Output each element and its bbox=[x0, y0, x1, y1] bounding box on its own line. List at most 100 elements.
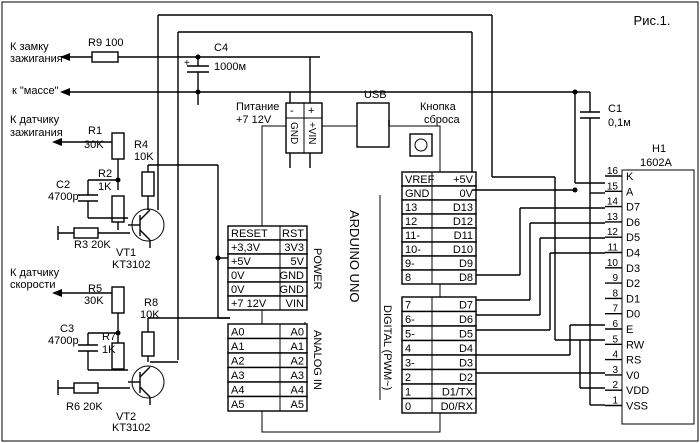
svg-text:+: + bbox=[184, 58, 190, 69]
r1-label: R1 bbox=[88, 125, 102, 137]
usb-connector bbox=[356, 102, 390, 148]
analog-pin-left-label: A3 bbox=[231, 370, 244, 382]
lcd-pin-number: 8 bbox=[612, 288, 618, 299]
power-connector: - + GND +VIN bbox=[285, 102, 323, 154]
digital-pin-left-label: 7 bbox=[405, 300, 411, 312]
lcd-pin-number: 15 bbox=[607, 181, 619, 192]
digital-pin-row bbox=[401, 397, 477, 414]
lcd-pin-label: D0 bbox=[626, 309, 640, 321]
power-pin-right-label: 3V3 bbox=[284, 242, 304, 254]
power-pin-left-label: +7 12V bbox=[231, 298, 267, 310]
svg-text:GND: GND bbox=[288, 122, 299, 144]
digital-pin-right-label: D9 bbox=[459, 258, 473, 270]
lcd-pin-label: A bbox=[626, 186, 634, 198]
svg-text:1602A: 1602A bbox=[640, 157, 672, 169]
r5-label: R5 bbox=[88, 283, 102, 295]
power-pin-left-label: RESET bbox=[231, 228, 268, 240]
svg-text:H1: H1 bbox=[652, 143, 666, 155]
lcd-pin-label: RW bbox=[626, 339, 645, 351]
lcd-pin-number: 14 bbox=[607, 197, 619, 208]
digital-pin-left-label: 10- bbox=[405, 244, 421, 256]
lcd-data-wiring bbox=[472, 176, 605, 406]
power-pin-right-label: GND bbox=[280, 284, 305, 296]
lcd-pin-label: D5 bbox=[626, 232, 640, 244]
analog-pin-left-label: A5 bbox=[231, 399, 244, 411]
lcd-pin-number: 5 bbox=[612, 334, 618, 345]
c3-label: C3 bbox=[60, 323, 74, 335]
power-label-1: Питание bbox=[236, 101, 279, 113]
analog-pin-right-label: A5 bbox=[291, 399, 304, 411]
arduino-label: ARDUINO UNO bbox=[347, 210, 362, 302]
digital-pin-right-label: D8 bbox=[459, 272, 473, 284]
digital-pin-left-label: 0 bbox=[405, 401, 411, 413]
lcd-pin-label: D2 bbox=[626, 278, 640, 290]
lcd-pin-number: 7 bbox=[612, 304, 618, 315]
analog-pin-row bbox=[227, 395, 308, 412]
svg-text:0,1м: 0,1м bbox=[608, 117, 631, 129]
lcd-pin-number: 11 bbox=[608, 243, 619, 254]
reset-button-label-2: сброса bbox=[424, 114, 461, 126]
digital-pin-left-label: 3- bbox=[405, 358, 415, 370]
r2-label: R2 bbox=[98, 168, 112, 180]
digital-pin-right-label: D13 bbox=[453, 202, 473, 214]
r2-value: 1K bbox=[98, 181, 112, 193]
digital-section-label: DIGITAL (PWM~) bbox=[381, 305, 393, 390]
r8-label: R8 bbox=[144, 297, 158, 309]
digital-pin-right-label: +5V bbox=[453, 174, 474, 186]
power-pin-right-label: GND bbox=[280, 270, 305, 282]
analog-pin-right-label: A1 bbox=[291, 341, 304, 353]
svg-text:+: + bbox=[308, 105, 314, 117]
analog-section-label: ANALOG IN bbox=[311, 330, 323, 390]
c4-capacitor-label: C4 1000м + bbox=[184, 42, 246, 73]
digital-pin-left-label: 2 bbox=[405, 372, 411, 384]
power-pin-left-label: +5V bbox=[231, 256, 252, 268]
lcd-pin-label: D1 bbox=[626, 293, 640, 305]
power-pin-left-label: 0V bbox=[231, 270, 245, 282]
power-pin-right-label: VIN bbox=[286, 298, 304, 310]
analog-pin-right-label: A2 bbox=[291, 356, 304, 368]
top-wiring bbox=[60, 14, 600, 360]
r3-label: R3 20K bbox=[74, 239, 111, 251]
digital-pin-left-label: 11- bbox=[405, 230, 420, 242]
svg-text:-: - bbox=[290, 105, 294, 117]
lcd-pin-number: 9 bbox=[612, 273, 618, 284]
r8-value: 10K bbox=[140, 309, 160, 321]
svg-text:1000м: 1000м bbox=[214, 61, 246, 73]
c2-value: 4700p bbox=[48, 191, 79, 203]
lcd-pin-label: D7 bbox=[626, 202, 640, 214]
digital-pin-row bbox=[401, 269, 477, 285]
lcd-pin-label: V0 bbox=[626, 370, 639, 382]
r7-label: R7 bbox=[102, 331, 116, 343]
digital-pin-right-label: D5 bbox=[459, 329, 473, 341]
digital-pin-left-label: 12 bbox=[405, 216, 417, 228]
lcd-pin-number: 2 bbox=[612, 380, 618, 391]
vt1-label: VT1 bbox=[116, 247, 136, 259]
digital-pin-left-label: 13 bbox=[405, 202, 417, 214]
digital-pin-left-label: 9- bbox=[405, 258, 415, 270]
r1-value: 30K bbox=[84, 139, 104, 151]
svg-text:+VIN: +VIN bbox=[306, 122, 317, 145]
svg-text:C4: C4 bbox=[214, 42, 228, 54]
lcd-pin-number: 4 bbox=[612, 350, 618, 361]
lcd-pin-number: 6 bbox=[612, 319, 618, 330]
digital-pin-right-label: D10 bbox=[453, 244, 473, 256]
digital-pin-left-label: GND bbox=[405, 188, 430, 200]
stage-1-circuit bbox=[52, 132, 219, 250]
ignition-lock-label-2: зажигания bbox=[10, 53, 63, 65]
vt2-type: KT3102 bbox=[112, 422, 151, 434]
usb-label: USB bbox=[364, 89, 387, 101]
lcd-pin-number: 1 bbox=[612, 396, 618, 407]
reset-button bbox=[409, 133, 433, 157]
lcd-pin-label: VSS bbox=[626, 401, 648, 413]
digital-pin-left-label: 4 bbox=[405, 343, 411, 355]
analog-pin-left-label: A1 bbox=[231, 341, 244, 353]
r4-label: R4 bbox=[134, 139, 148, 151]
c3-value: 4700p bbox=[48, 335, 79, 347]
analog-pin-right-label: A3 bbox=[291, 370, 304, 382]
digital-pin-right-label: D6 bbox=[459, 314, 473, 326]
